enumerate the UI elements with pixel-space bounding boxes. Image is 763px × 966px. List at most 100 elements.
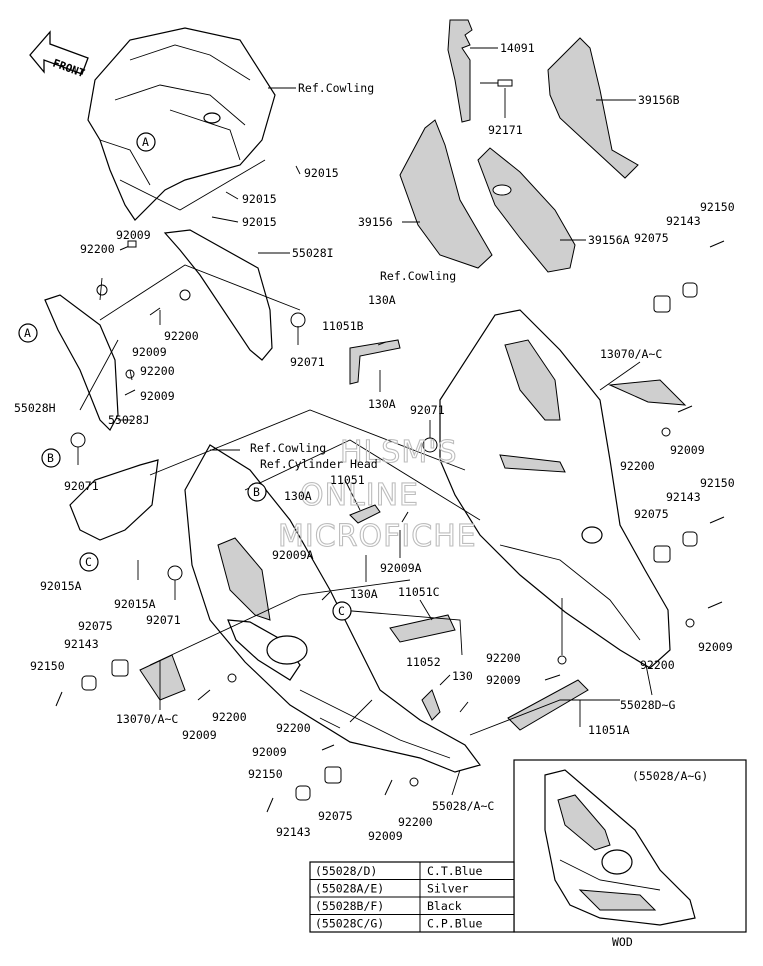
label-92200-i: 92200: [640, 658, 675, 672]
label-55028H: 55028H: [14, 401, 56, 415]
svg-text:C: C: [338, 604, 345, 618]
label-92150-b: 92150: [248, 767, 283, 781]
label-92150-c: 92150: [700, 200, 735, 214]
inner-panel-55028I: [163, 229, 273, 361]
label-ref-cowling-left: Ref.Cowling: [250, 441, 326, 455]
inset-caption: WOD: [612, 935, 633, 949]
callout-b-left: B: [41, 448, 61, 468]
label-92071-b: 92071: [64, 479, 99, 493]
label-92171: 92171: [488, 123, 523, 137]
label-92150-d: 92150: [700, 476, 735, 490]
callout-c-mid: C: [332, 601, 352, 621]
label-92071-c: 92071: [146, 613, 181, 627]
label-92009-d: 92009: [670, 443, 705, 457]
bolts: [55, 240, 725, 813]
label-130A-2: 130A: [368, 397, 396, 411]
left-side-cowl: [184, 444, 482, 773]
svg-text:B: B: [47, 451, 54, 465]
svg-text:ONLINE: ONLINE: [300, 478, 419, 513]
label-92200-e: 92200: [486, 651, 521, 665]
label-130A-4: 130A: [350, 587, 378, 601]
label-14091: 14091: [500, 41, 535, 55]
label-92075-c: 92075: [634, 231, 669, 245]
grommets: [70, 282, 698, 801]
scoop-13070-right: [608, 379, 687, 406]
label-92009A-2: 92009A: [380, 561, 422, 575]
label-130A-1: 130A: [368, 293, 396, 307]
callout-a-top: A: [136, 132, 156, 152]
label-ref-cowling-mid: Ref.Cowling: [380, 269, 456, 283]
svg-text:B: B: [253, 485, 260, 499]
label-92071-a: 92071: [290, 355, 325, 369]
label-92075-b: 92075: [318, 809, 353, 823]
label-11051: 11051: [330, 473, 365, 487]
color-row: (55028C/G) C.P.Blue: [315, 917, 482, 931]
stay-11051: [349, 504, 381, 524]
label-13070-b: 13070/A~C: [116, 712, 178, 726]
label-92009-e: 92009: [486, 673, 521, 687]
label-39156B: 39156B: [638, 93, 680, 107]
front-arrow-icon: FRONT: [29, 30, 89, 80]
svg-text:C: C: [85, 555, 92, 569]
color-row: (55028A/E) Silver: [315, 882, 469, 896]
label-92009-g: 92009: [368, 829, 403, 843]
label-92200-f: 92200: [276, 721, 311, 735]
callout-b-mid: B: [247, 482, 267, 502]
label-11051C: 11051C: [398, 585, 440, 599]
label-92200-a: 92200: [80, 242, 115, 256]
label-92015-1: 92015: [304, 166, 339, 180]
stay-11051B: [349, 339, 401, 385]
svg-text:(55028C/G): (55028C/G): [315, 917, 384, 931]
svg-text:C.T.Blue: C.T.Blue: [427, 864, 482, 878]
svg-text:A: A: [24, 326, 31, 340]
leader-lines: [77, 47, 653, 796]
label-92150-a: 92150: [30, 659, 65, 673]
svg-text:(55028A/E): (55028A/E): [315, 882, 384, 896]
label-11052: 11052: [406, 655, 441, 669]
color-row: (55028/D) C.T.Blue: [315, 864, 482, 878]
label-92075-a: 92075: [78, 619, 113, 633]
label-92143-c: 92143: [666, 214, 701, 228]
trim-39156A: [477, 147, 576, 273]
label-92200-g: 92200: [398, 815, 433, 829]
label-11051A: 11051A: [588, 723, 630, 737]
label-92009A-1: 92009A: [272, 548, 314, 562]
label-92143-a: 92143: [64, 637, 99, 651]
screw-92171: [480, 79, 513, 87]
label-92009-f: 92009: [252, 745, 287, 759]
svg-text:A: A: [142, 135, 149, 149]
label-92071-d: 92071: [410, 403, 445, 417]
color-table: (55028/D) C.T.Blue (55028A/E) Silver (55…: [309, 861, 515, 933]
label-55028J: 55028J: [108, 413, 150, 427]
stay-11051C: [389, 614, 456, 643]
label-130: 130: [452, 669, 473, 683]
bracket-14091: [447, 19, 473, 123]
label-92200-c: 92200: [140, 364, 175, 378]
lower-cover-55028J: [69, 459, 159, 541]
label-92009-h: 92009: [182, 728, 217, 742]
label-ref-cowling-top: Ref.Cowling: [298, 81, 374, 95]
svg-text:C.P.Blue: C.P.Blue: [427, 917, 482, 931]
assembly-frames: [99, 159, 620, 736]
label-92143-b: 92143: [276, 825, 311, 839]
label-13070-a: 13070/A~C: [600, 347, 662, 361]
label-92143-d: 92143: [666, 490, 701, 504]
upper-cowling-ref: [87, 27, 276, 221]
stay-11052: [421, 689, 441, 721]
label-55028AC: 55028/A~C: [432, 799, 494, 813]
label-ref-cylinder-head: Ref.Cylinder Head: [260, 457, 378, 471]
label-92200-b: 92200: [164, 329, 199, 343]
label-130A-3: 130A: [284, 489, 312, 503]
inset-title: (55028/A~G): [632, 769, 708, 783]
label-92015A-1: 92015A: [40, 579, 82, 593]
label-55028DG: 55028D~G: [620, 698, 675, 712]
watermark: HLSM'S ONLINE MICROFICHE: [277, 434, 476, 554]
svg-text:(55028B/F): (55028B/F): [315, 899, 384, 913]
label-39156A: 39156A: [588, 233, 630, 247]
svg-text:Silver: Silver: [427, 882, 469, 896]
label-92200-h: 92200: [212, 710, 247, 724]
label-55028I: 55028I: [292, 246, 334, 260]
right-side-cowl: [439, 309, 671, 669]
